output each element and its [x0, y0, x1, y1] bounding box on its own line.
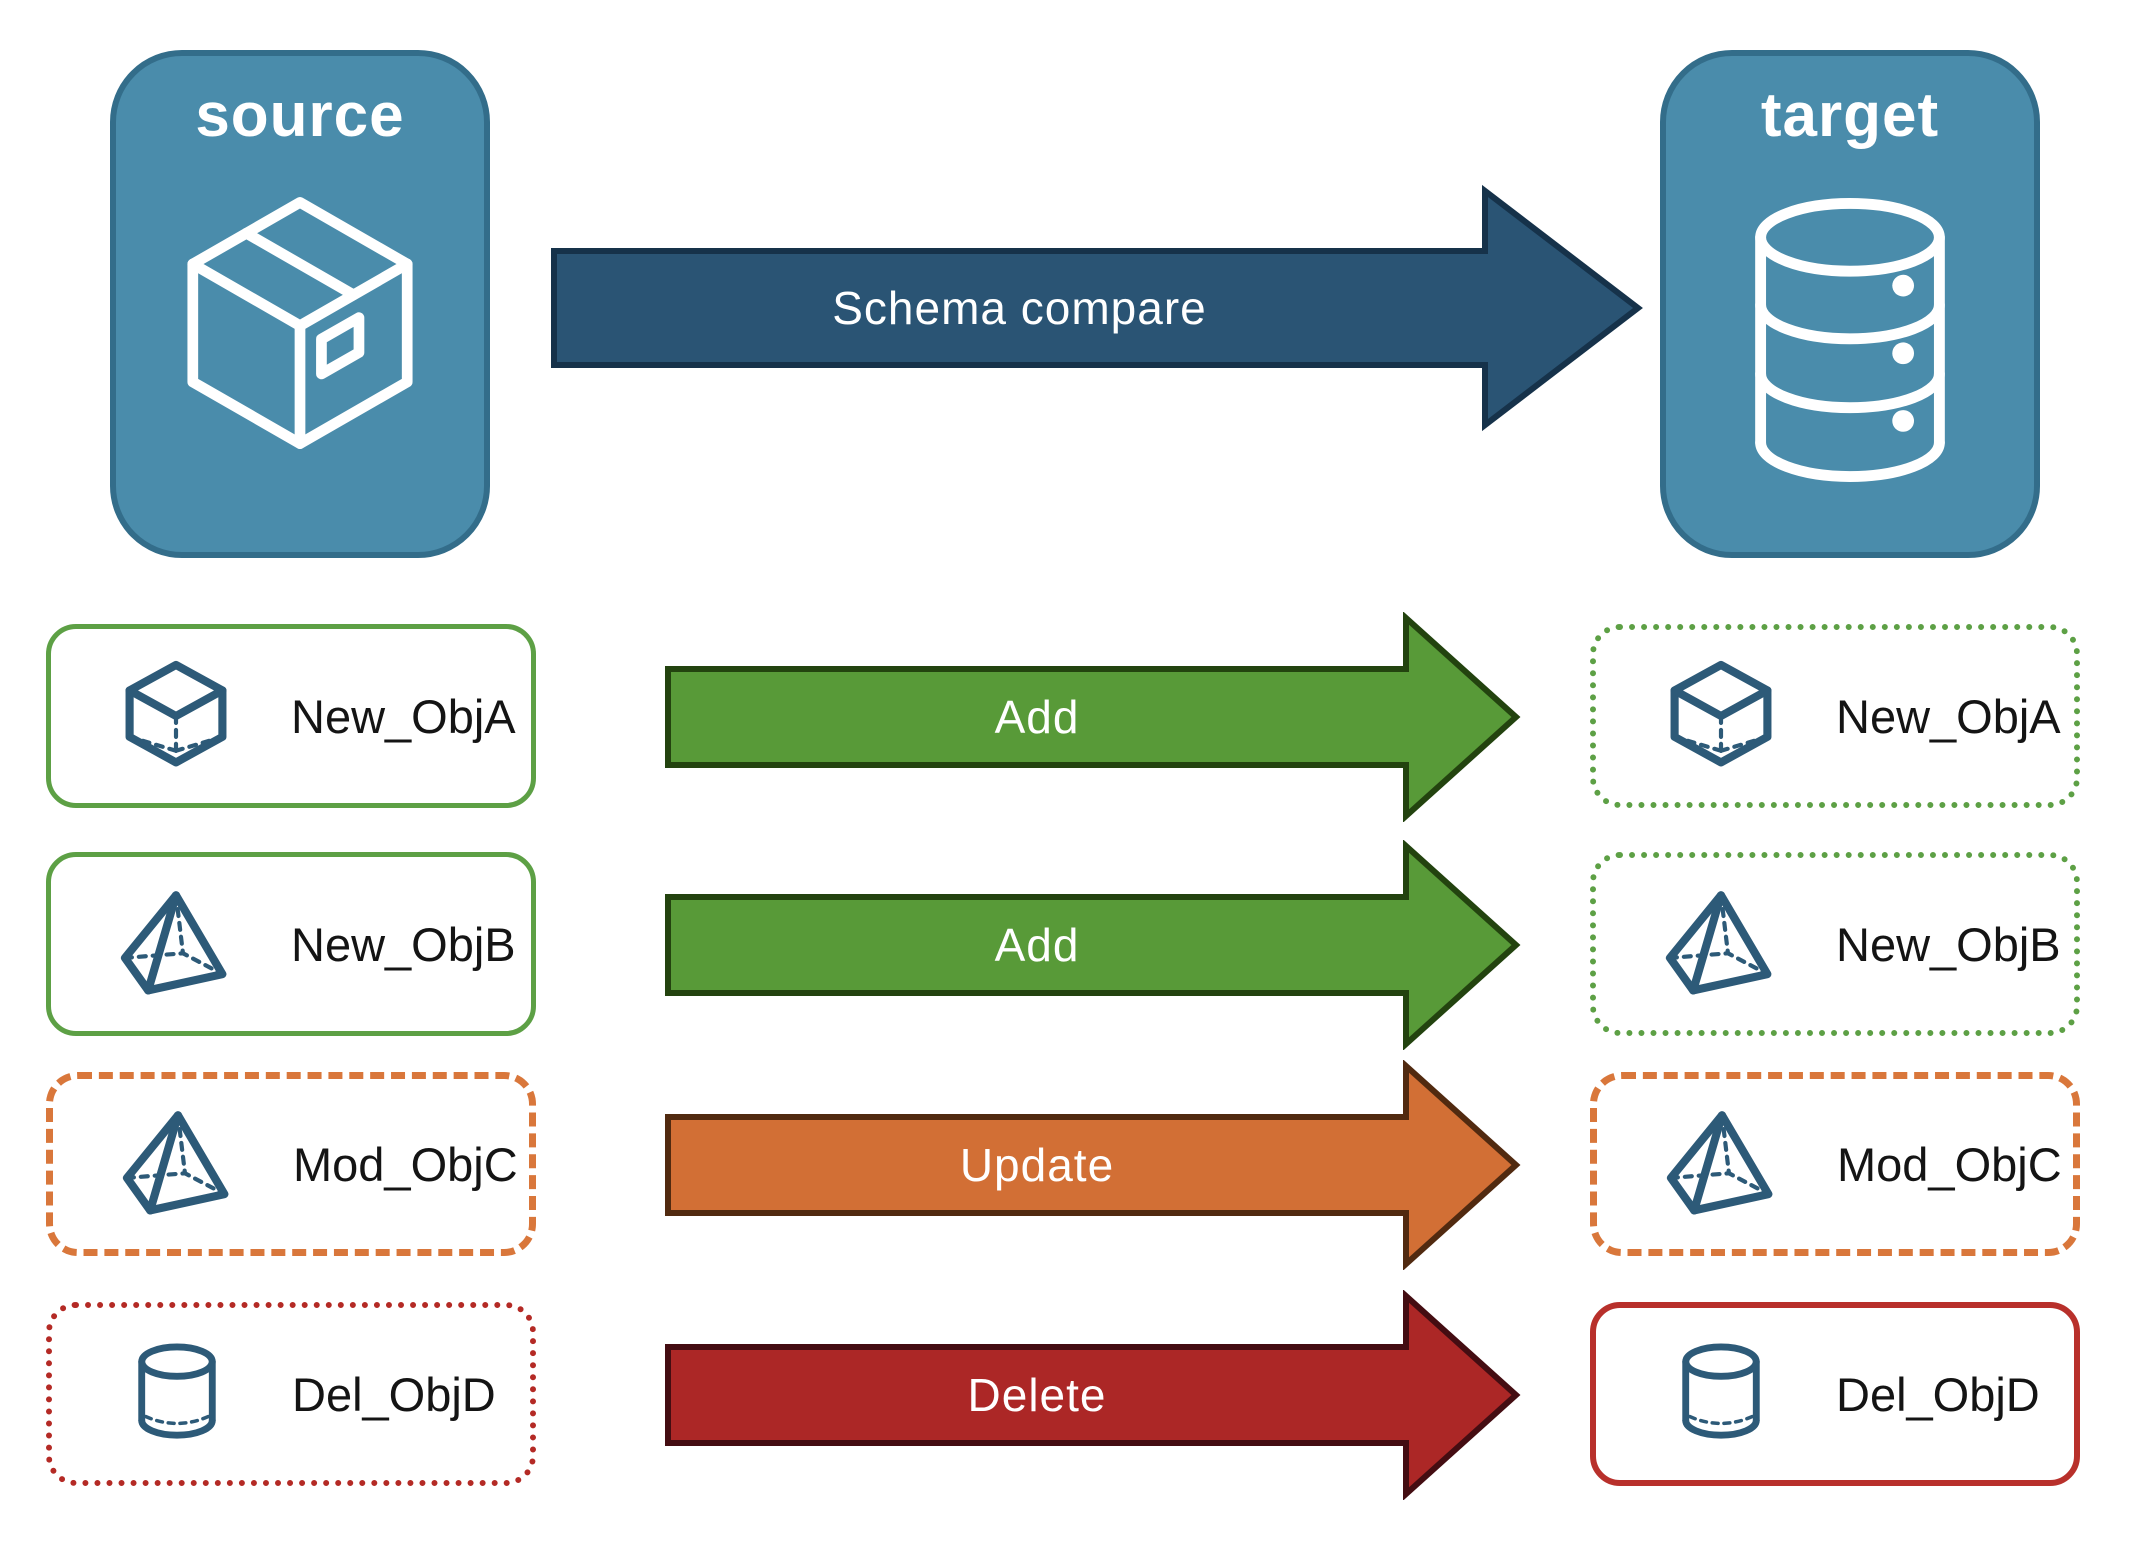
object-label: Mod_ObjC	[1837, 1137, 2062, 1191]
cube-icon	[1654, 658, 1788, 774]
update-arrow-label: Update	[959, 1139, 1115, 1191]
update-arrow-shape	[665, 1060, 1521, 1270]
object-label: New_ObjA	[1836, 689, 2061, 743]
source-panel: source	[110, 50, 490, 558]
delete-arrow-shape	[665, 1290, 1521, 1500]
cube-icon	[109, 658, 243, 774]
target-title: target	[1760, 81, 1940, 150]
target-object-box-mod-objc: Mod_ObjC	[1590, 1072, 2080, 1256]
pyramid-icon	[109, 886, 243, 1002]
source-object-box-new-obja: New_ObjA	[46, 624, 536, 808]
add-arrow-1	[665, 612, 1521, 822]
object-label: New_ObjB	[291, 917, 516, 971]
pyramid-icon	[1654, 886, 1788, 1002]
schema-compare-arrow-shape	[551, 184, 1643, 432]
database-icon	[1729, 189, 1971, 491]
pyramid-icon	[1655, 1106, 1789, 1222]
package-box-icon	[166, 189, 434, 457]
delete-arrow-label: Delete	[967, 1369, 1107, 1421]
target-panel: target	[1660, 50, 2040, 558]
object-label: New_ObjA	[291, 689, 516, 743]
source-object-box-new-objb: New_ObjB	[46, 852, 536, 1036]
update-arrow	[665, 1060, 1521, 1270]
object-label: Del_ObjD	[292, 1367, 496, 1421]
target-object-box-new-objb: New_ObjB	[1590, 852, 2080, 1036]
object-label: New_ObjB	[1836, 917, 2061, 971]
object-label: Del_ObjD	[1836, 1367, 2040, 1421]
schema-compare-label: Schema compare	[832, 282, 1207, 334]
pyramid-icon	[111, 1106, 245, 1222]
delete-arrow	[665, 1290, 1521, 1500]
add-arrow-2-shape	[665, 840, 1521, 1050]
add-arrow-1-shape	[665, 612, 1521, 822]
source-object-box-del-objd: Del_ObjD	[46, 1302, 536, 1486]
target-object-box-del-objd: Del_ObjD	[1590, 1302, 2080, 1486]
cylinder-icon	[1654, 1340, 1788, 1448]
source-object-box-mod-objc: Mod_ObjC	[46, 1072, 536, 1256]
add-arrow-2	[665, 840, 1521, 1050]
add-arrow-2-label: Add	[994, 919, 1080, 971]
object-label: Mod_ObjC	[293, 1137, 518, 1191]
source-title: source	[195, 81, 405, 150]
add-arrow-1-label: Add	[994, 691, 1080, 743]
cylinder-icon	[110, 1340, 244, 1448]
schema-compare-arrow	[551, 184, 1643, 432]
target-object-box-new-obja: New_ObjA	[1590, 624, 2080, 808]
